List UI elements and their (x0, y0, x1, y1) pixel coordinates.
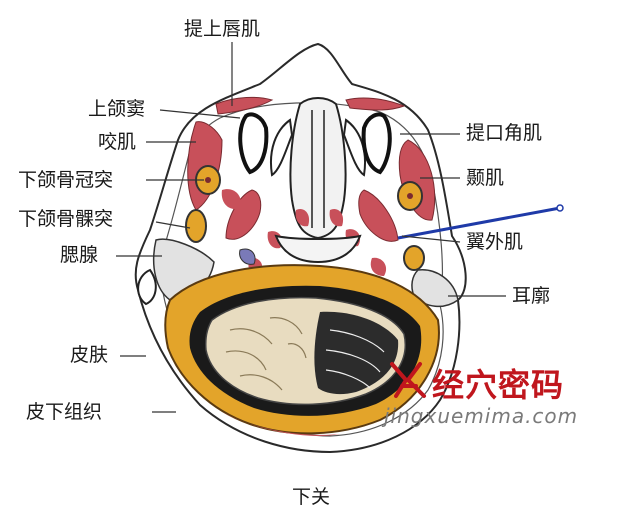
lateral-pterygoid-right (358, 189, 399, 242)
label-temporalis: 颞肌 (466, 167, 505, 189)
lateral-pterygoid-left (225, 189, 262, 240)
parotid-right (411, 269, 459, 308)
label-maxillary-sinus: 上颌窦 (88, 98, 146, 120)
watermark-url: jingxuemima.com (384, 404, 579, 428)
acupuncture-needle (397, 206, 561, 240)
label-parotid: 腮腺 (60, 244, 99, 266)
maxillary-sinus-right (361, 112, 392, 175)
nasal-concha-left (270, 118, 294, 177)
maxillary-sinus-left (238, 112, 269, 175)
levator-labii-muscle (215, 96, 274, 115)
label-levator-labii: 提上唇肌 (184, 18, 261, 40)
label-coronoid: 下颌骨冠突 (18, 169, 114, 191)
nasal-concha-right (342, 118, 366, 177)
nasal-septum (311, 110, 325, 228)
auricle-left (137, 268, 157, 306)
brand-logo-icon (390, 362, 426, 398)
leader-lines-left (116, 42, 241, 413)
label-masseter: 咬肌 (98, 131, 137, 153)
label-auricle: 耳廓 (512, 285, 551, 307)
label-levator-anguli: 提口角肌 (466, 122, 543, 144)
condyle-right (403, 245, 425, 271)
condyle-left (185, 209, 207, 243)
nasal-cavity (289, 97, 347, 240)
levator-labii-muscle-right (345, 97, 406, 111)
label-condyle: 下颌骨髁突 (18, 208, 114, 230)
pharynx (274, 234, 362, 264)
leader-lines-right (400, 133, 506, 297)
label-skin: 皮肤 (70, 344, 109, 366)
label-lateral-pterygoid: 翼外肌 (466, 231, 524, 253)
label-subcutaneous: 皮下组织 (26, 401, 103, 423)
watermark-title: 经穴密码 (432, 366, 565, 404)
label-acupoint: 下关 (292, 486, 331, 508)
